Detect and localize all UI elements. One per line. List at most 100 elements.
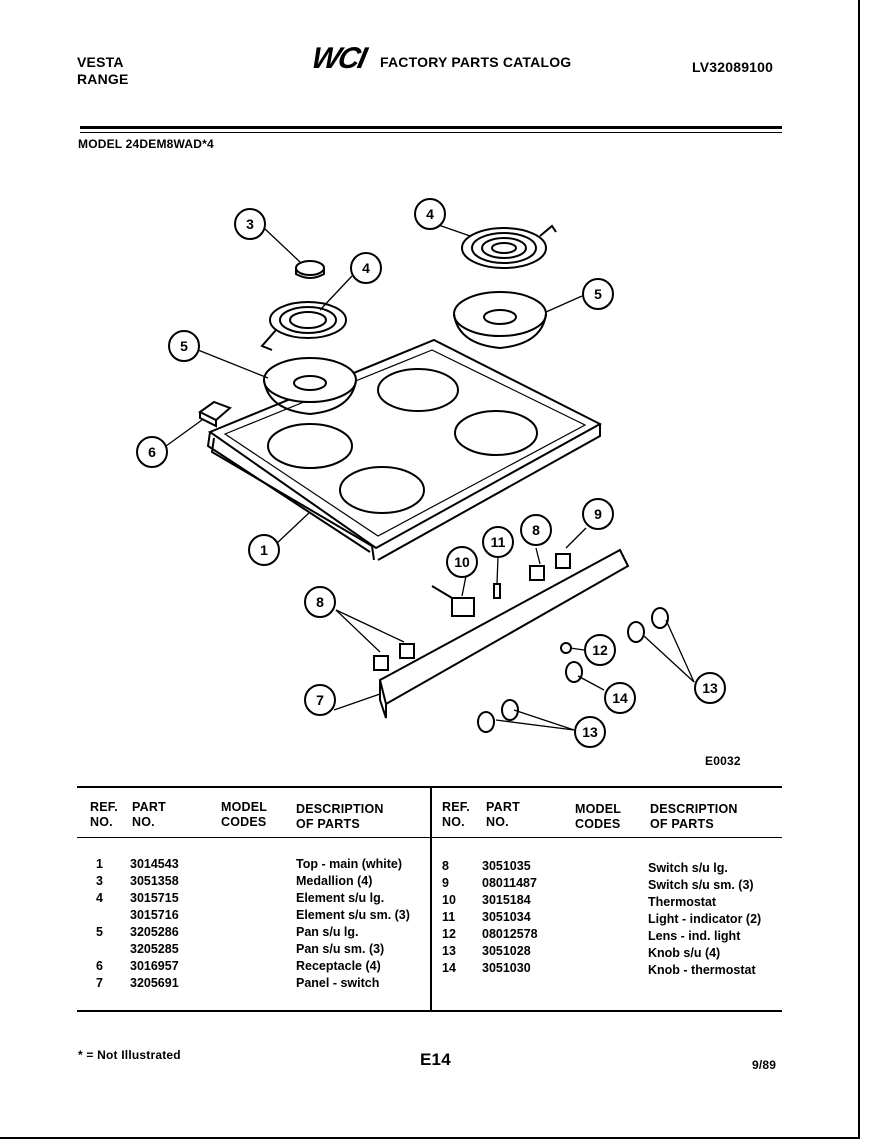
left-ref-column: 1 3 4 5 6 7 bbox=[96, 856, 103, 992]
svg-text:10: 10 bbox=[454, 554, 470, 570]
table-row-part: 3014543 bbox=[130, 857, 179, 871]
drip-pan-left bbox=[263, 357, 357, 416]
header-rule-thin bbox=[80, 132, 782, 133]
svg-text:3: 3 bbox=[246, 216, 254, 232]
callout-5b: 5 bbox=[582, 278, 614, 310]
drip-pan-right bbox=[453, 291, 547, 350]
table-row-part: 3015715 bbox=[130, 891, 179, 905]
callout-9: 9 bbox=[582, 498, 614, 530]
thermostat bbox=[431, 585, 475, 617]
right-ref-column: 8 9 10 11 12 13 14 bbox=[442, 858, 456, 977]
table-row-desc: Pan s/u lg. bbox=[296, 925, 359, 939]
left-header-ref: REF.NO. bbox=[90, 800, 118, 829]
callout-10: 10 bbox=[446, 546, 478, 578]
callout-11: 11 bbox=[482, 526, 514, 558]
right-desc-column: Switch s/u lg. Switch s/u sm. (3) Thermo… bbox=[648, 860, 761, 979]
left-desc-column: Top - main (white) Medallion (4) Element… bbox=[296, 856, 410, 992]
table-row-part: 3205691 bbox=[130, 976, 179, 990]
left-part-column: 3014543 3051358 3015715 3015716 3205286 … bbox=[130, 856, 179, 992]
table-row-ref bbox=[96, 907, 103, 924]
callout-13a: 13 bbox=[574, 716, 606, 748]
element-left bbox=[260, 301, 347, 351]
table-center-divider bbox=[430, 788, 432, 1010]
svg-text:5: 5 bbox=[594, 286, 602, 302]
table-row-desc: Element s/u lg. bbox=[296, 891, 385, 905]
table-row-ref: 13 bbox=[442, 944, 456, 958]
table-row-ref: 8 bbox=[442, 859, 449, 873]
right-header-ref: REF.NO. bbox=[442, 800, 470, 829]
svg-text:14: 14 bbox=[612, 690, 628, 706]
page-code: E14 bbox=[420, 1050, 451, 1069]
callout-4a: 4 bbox=[350, 252, 382, 284]
table-row-part: 3051358 bbox=[130, 874, 179, 888]
table-row-ref: 4 bbox=[96, 891, 103, 905]
table-row-desc: Medallion (4) bbox=[296, 874, 373, 888]
table-row-ref: 12 bbox=[442, 927, 456, 941]
not-illustrated-note: * = Not Illustrated bbox=[78, 1048, 181, 1062]
indicator-light bbox=[493, 583, 501, 599]
table-row-part: 08011487 bbox=[482, 876, 537, 890]
callout-12: 12 bbox=[584, 634, 616, 666]
callout-13b: 13 bbox=[694, 672, 726, 704]
table-row-part: 3051030 bbox=[482, 961, 531, 975]
table-row-ref: 11 bbox=[442, 910, 456, 924]
svg-text:1: 1 bbox=[260, 542, 268, 558]
callout-8a: 8 bbox=[304, 586, 336, 618]
svg-text:5: 5 bbox=[180, 338, 188, 354]
table-row-desc: Receptacle (4) bbox=[296, 959, 381, 973]
catalog-number: LV32089100 bbox=[692, 59, 774, 75]
table-row-desc: Pan s/u sm. (3) bbox=[296, 942, 385, 956]
svg-text:8: 8 bbox=[316, 594, 324, 610]
table-row-ref: 14 bbox=[442, 961, 456, 975]
table-row-desc: Knob s/u (4) bbox=[648, 946, 721, 960]
svg-text:6: 6 bbox=[148, 444, 156, 460]
wci-logo: WCI bbox=[308, 42, 368, 75]
svg-text:13: 13 bbox=[582, 724, 598, 740]
header-rule-thick bbox=[80, 126, 782, 129]
table-row-ref: 3 bbox=[96, 874, 103, 888]
callout-7: 7 bbox=[304, 684, 336, 716]
table-row-part: 3015184 bbox=[482, 893, 531, 907]
medallion bbox=[295, 260, 325, 279]
table-row-part: 3015716 bbox=[130, 908, 179, 922]
svg-text:4: 4 bbox=[426, 206, 434, 222]
table-row-part: 3051028 bbox=[482, 944, 531, 958]
svg-text:13: 13 bbox=[702, 680, 718, 696]
knobs bbox=[477, 607, 669, 733]
callout-circles: 1 3 4 4 5 5 6 7 8 8 9 10 11 12 13 13 14 bbox=[136, 198, 726, 748]
callout-4b: 4 bbox=[414, 198, 446, 230]
table-row-part: 3051035 bbox=[482, 859, 531, 873]
catalog-title: FACTORY PARTS CATALOG bbox=[380, 54, 572, 70]
callout-8b: 8 bbox=[520, 514, 552, 546]
table-row-ref: 1 bbox=[96, 857, 103, 871]
table-row-desc: Element s/u sm. (3) bbox=[296, 908, 410, 922]
switch-panel bbox=[378, 548, 630, 719]
table-row-part: 3016957 bbox=[130, 959, 179, 973]
page-frame bbox=[0, 0, 860, 1139]
table-row-desc: Light - indicator (2) bbox=[648, 912, 762, 926]
svg-text:8: 8 bbox=[532, 522, 540, 538]
callout-1: 1 bbox=[248, 534, 280, 566]
switch-small bbox=[373, 553, 571, 671]
table-row-desc: Panel - switch bbox=[296, 976, 380, 990]
svg-text:9: 9 bbox=[594, 506, 602, 522]
element-right bbox=[461, 224, 557, 269]
table-row-ref bbox=[96, 941, 103, 958]
svg-text:12: 12 bbox=[592, 642, 608, 658]
svg-text:7: 7 bbox=[316, 692, 324, 708]
brand-line-2: RANGE bbox=[77, 71, 129, 87]
table-row-desc: Top - main (white) bbox=[296, 857, 403, 871]
table-row-part: 08012578 bbox=[482, 927, 538, 941]
table-row-part: 3205285 bbox=[130, 942, 179, 956]
table-row-ref: 6 bbox=[96, 959, 103, 973]
table-row-ref: 9 bbox=[442, 876, 449, 890]
table-row-desc: Switch s/u lg. bbox=[648, 861, 728, 875]
leader-lines bbox=[165, 221, 695, 731]
table-row-desc: Knob - thermostat bbox=[648, 963, 756, 977]
